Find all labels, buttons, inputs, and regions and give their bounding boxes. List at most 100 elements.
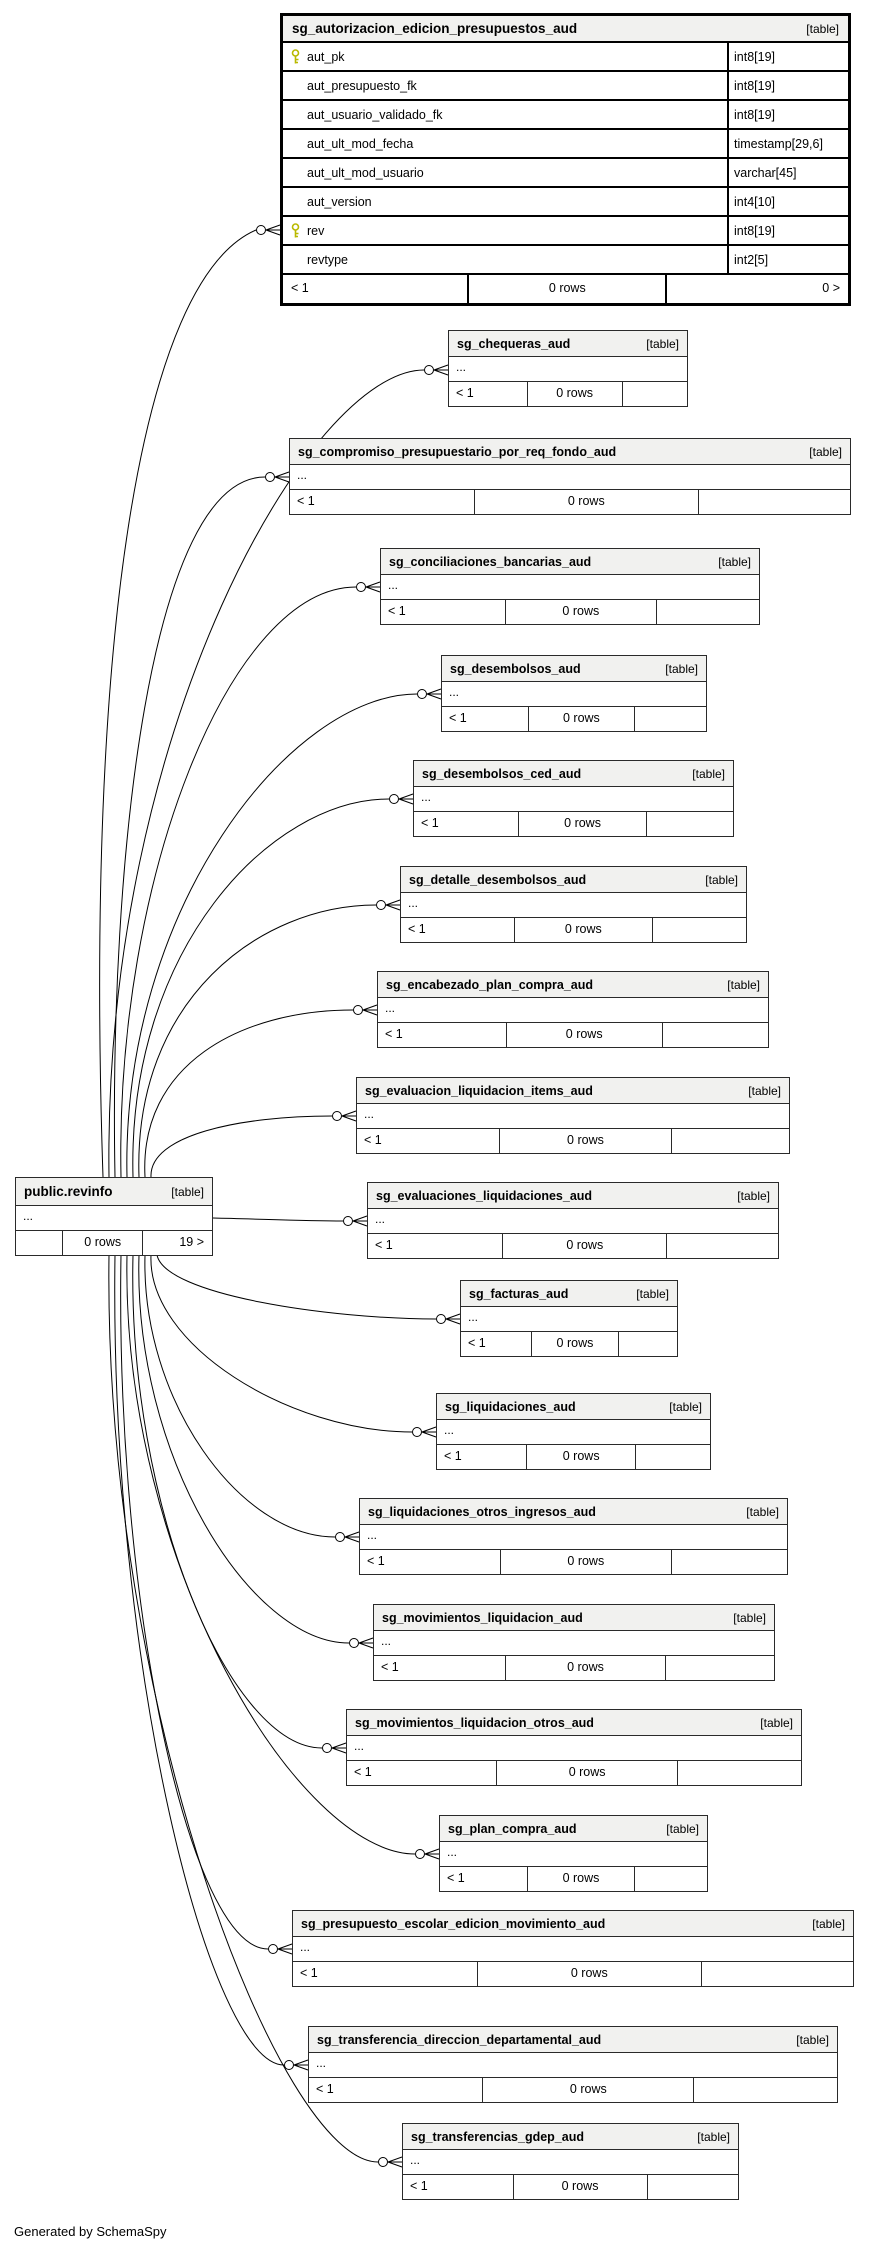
- table-header[interactable]: sg_desembolsos_aud[table]: [442, 656, 706, 682]
- table-header[interactable]: sg_compromiso_presupuestario_por_req_fon…: [290, 439, 850, 465]
- table-header[interactable]: sg_transferencia_direccion_departamental…: [309, 2027, 837, 2053]
- table-name[interactable]: sg_plan_compra_aud: [448, 1821, 577, 1836]
- table-name[interactable]: sg_facturas_aud: [469, 1286, 569, 1301]
- table-header[interactable]: sg_evaluaciones_liquidaciones_aud [table]: [368, 1183, 778, 1209]
- table-footer: 0 rows 19 >: [16, 1231, 212, 1255]
- table-node-sg_autorizacion_edicion_presupuestos_aud: sg_autorizacion_edicion_presupuestos_aud…: [280, 13, 851, 306]
- table-node-public.revinfo: public.revinfo [table] ... 0 rows 19 >: [15, 1177, 213, 1256]
- table-name[interactable]: sg_movimientos_liquidacion_aud: [382, 1610, 583, 1625]
- table-header[interactable]: sg_movimientos_liquidacion_aud[table]: [374, 1605, 774, 1631]
- table-name[interactable]: public.revinfo: [24, 1184, 113, 1199]
- table-header[interactable]: sg_presupuesto_escolar_edicion_movimient…: [293, 1911, 853, 1937]
- columns-collapsed: ...: [357, 1104, 789, 1129]
- table-name[interactable]: sg_evaluaciones_liquidaciones_aud: [376, 1188, 593, 1203]
- table-header[interactable]: sg_liquidaciones_otros_ingresos_aud[tabl…: [360, 1499, 787, 1525]
- parents-indicator: < 1: [357, 1129, 500, 1153]
- table-name[interactable]: sg_compromiso_presupuestario_por_req_fon…: [298, 444, 617, 459]
- columns-collapsed: ...: [368, 1209, 778, 1234]
- table-type-tag: [table]: [737, 1188, 770, 1203]
- row-count: 0 rows: [469, 275, 668, 303]
- table-header[interactable]: sg_chequeras_aud[table]: [449, 331, 687, 357]
- columns-collapsed: ...: [449, 357, 687, 382]
- columns-collapsed: ...: [290, 465, 850, 490]
- table-header[interactable]: sg_evaluacion_liquidacion_items_aud[tabl…: [357, 1078, 789, 1104]
- relationship-line: [114, 1254, 309, 2071]
- children-indicator: [647, 812, 733, 836]
- column-type: int8[19]: [727, 43, 848, 70]
- table-footer: < 1 0 rows 0 >: [283, 275, 848, 303]
- parents-indicator: < 1: [381, 600, 506, 624]
- parents-indicator: < 1: [442, 707, 530, 731]
- no-icon: [283, 246, 307, 273]
- table-name[interactable]: sg_autorizacion_edicion_presupuestos_aud: [292, 21, 578, 36]
- table-name[interactable]: sg_conciliaciones_bancarias_aud: [389, 554, 592, 569]
- children-indicator: [672, 1129, 789, 1153]
- parents-indicator: < 1: [378, 1023, 507, 1047]
- row-count: 0 rows: [503, 1234, 668, 1258]
- table-name[interactable]: sg_evaluacion_liquidacion_items_aud: [365, 1083, 593, 1098]
- table-name[interactable]: sg_transferencia_direccion_departamental…: [317, 2032, 602, 2047]
- table-name[interactable]: sg_detalle_desembolsos_aud: [409, 872, 587, 887]
- table-header[interactable]: sg_transferencias_gdep_aud[table]: [403, 2124, 738, 2150]
- column-row: rev int8[19]: [283, 217, 848, 246]
- table-name[interactable]: sg_movimientos_liquidacion_otros_aud: [355, 1715, 594, 1730]
- column-type: int8[19]: [727, 101, 848, 128]
- children-indicator: [663, 1023, 768, 1047]
- columns-collapsed: ...: [437, 1420, 710, 1445]
- column-row: aut_presupuesto_fk int8[19]: [283, 72, 848, 101]
- table-name[interactable]: sg_transferencias_gdep_aud: [411, 2129, 584, 2144]
- table-name[interactable]: sg_chequeras_aud: [457, 336, 571, 351]
- table-name[interactable]: sg_liquidaciones_aud: [445, 1399, 576, 1414]
- table-header[interactable]: public.revinfo [table]: [16, 1178, 212, 1206]
- children-indicator: [635, 707, 706, 731]
- table-name[interactable]: sg_desembolsos_aud: [450, 661, 581, 676]
- children-indicator: [653, 918, 746, 942]
- table-header[interactable]: sg_conciliaciones_bancarias_aud[table]: [381, 549, 759, 575]
- table-node-sg_movimientos_liquidacion_otros_aud: sg_movimientos_liquidacion_otros_aud [tab…: [346, 1709, 802, 1786]
- table-header[interactable]: sg_facturas_aud [table]: [461, 1281, 677, 1307]
- table-type-tag: [table]: [636, 1286, 669, 1301]
- column-row: aut_ult_mod_fecha timestamp[29,6]: [283, 130, 848, 159]
- row-count: 0 rows: [529, 707, 635, 731]
- table-header[interactable]: sg_desembolsos_ced_aud[table]: [414, 761, 733, 787]
- children-indicator: [636, 1445, 710, 1469]
- row-count: 0 rows: [532, 1332, 619, 1356]
- table-name[interactable]: sg_liquidaciones_otros_ingresos_aud: [368, 1504, 596, 1519]
- table-type-tag: [table]: [171, 1184, 204, 1199]
- table-name[interactable]: sg_presupuesto_escolar_edicion_movimient…: [301, 1916, 606, 1931]
- relationship-line: [156, 1254, 461, 1325]
- table-header[interactable]: sg_movimientos_liquidacion_otros_aud [tab…: [347, 1710, 801, 1736]
- table-header[interactable]: sg_encabezado_plan_compra_aud[table]: [378, 972, 768, 998]
- table-name[interactable]: sg_encabezado_plan_compra_aud: [386, 977, 594, 992]
- columns-collapsed: ...: [347, 1736, 801, 1761]
- relationship-line: [99, 224, 281, 1178]
- table-type-tag: [table]: [760, 1715, 793, 1730]
- table-header[interactable]: sg_liquidaciones_aud[table]: [437, 1394, 710, 1420]
- row-count: 0 rows: [63, 1231, 144, 1255]
- columns-collapsed: ...: [378, 998, 768, 1023]
- children-indicator: 19 >: [179, 1235, 204, 1249]
- table-node-sg_compromiso_presupuestario_por_req_fondo_aud: sg_compromiso_presupuestario_por_req_fon…: [289, 438, 851, 515]
- table-name[interactable]: sg_desembolsos_ced_aud: [422, 766, 582, 781]
- columns-collapsed: ...: [414, 787, 733, 812]
- children-indicator: [694, 2078, 837, 2102]
- table-header[interactable]: sg_plan_compra_aud[table]: [440, 1816, 707, 1842]
- row-count: 0 rows: [506, 600, 657, 624]
- relationship-line: [132, 793, 414, 1178]
- table-type-tag: [table]: [705, 872, 738, 887]
- children-indicator: [657, 600, 759, 624]
- no-icon: [283, 159, 307, 186]
- table-node-sg_movimientos_liquidacion_aud: sg_movimientos_liquidacion_aud[table] ..…: [373, 1604, 775, 1681]
- column-row: aut_pk int8[19]: [283, 43, 848, 72]
- table-header[interactable]: sg_autorizacion_edicion_presupuestos_aud…: [283, 16, 848, 43]
- parents-indicator: < 1: [449, 382, 528, 406]
- table-header[interactable]: sg_detalle_desembolsos_aud [table]: [401, 867, 746, 893]
